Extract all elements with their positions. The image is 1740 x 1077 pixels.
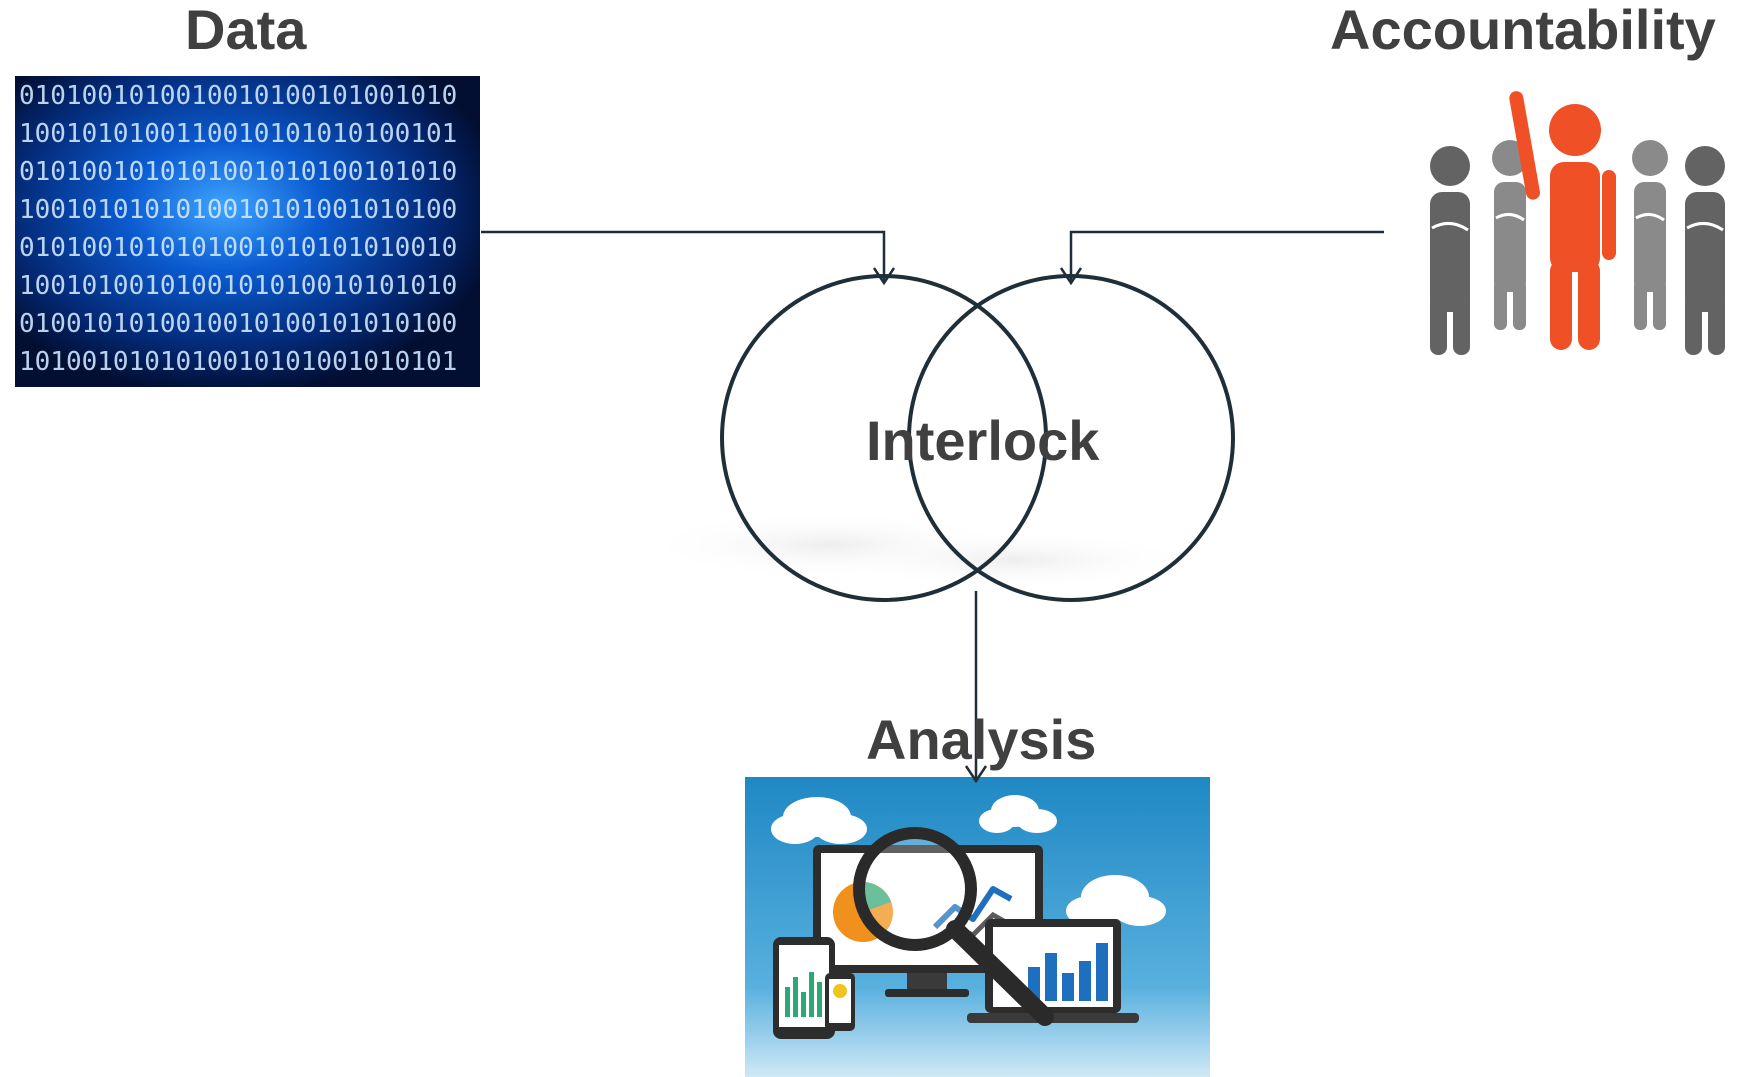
data-connector [481,230,886,283]
interlock-label: Interlock [866,409,1100,472]
data-circle [720,274,1048,602]
binary-data-image: 0101001010010010100101001010 100101010011… [15,76,480,387]
accountability-label: Accountability [1330,0,1716,61]
binary-row: 0101001010101001010100101010 [19,157,457,187]
binary-row: 1001010101010010101001010100 [19,195,457,225]
data-label: Data [185,0,307,61]
analysis-image [745,777,1210,1077]
accountability-circle [907,274,1235,602]
binary-row: 1010010101010010101001010101 [19,347,457,377]
data-arrowhead [872,267,896,286]
binary-data-graphic: 0101001010010010100101001010 100101010011… [15,76,480,387]
binary-row: 1001010100110010101010100101 [19,119,457,149]
analysis-graphic [745,777,1210,1077]
accountability-people-image [1410,90,1740,390]
binary-row: 0101001010101001010101010010 [19,233,457,263]
binary-row: 0100101010010010100101010100 [19,309,457,339]
accountability-arrowhead [1059,267,1083,286]
accountability-connector [1069,230,1384,283]
binary-row: 1001010010100101010010101010 [19,271,457,301]
binary-row: 0101001010010010100101001010 [19,81,457,111]
people-graphic [1430,91,1725,355]
reflection-right [835,530,1195,590]
analysis-label: Analysis [866,708,1097,771]
analysis-arrowhead [964,765,988,784]
